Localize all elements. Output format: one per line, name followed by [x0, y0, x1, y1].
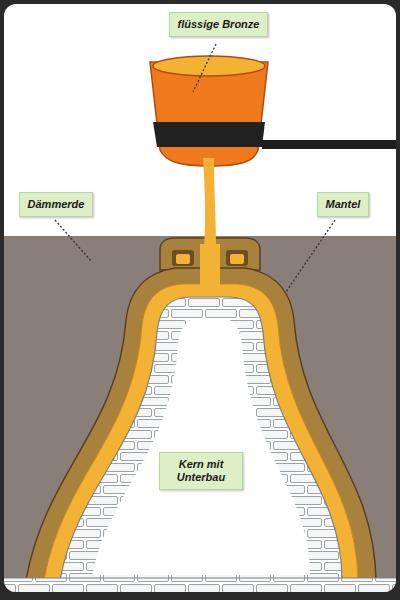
- label-box: Kern mit Unterbau: [159, 452, 243, 490]
- leader-line: [55, 220, 92, 262]
- label-box: Dämmerde: [19, 192, 93, 217]
- label-text: Kern mit Unterbau: [167, 458, 235, 484]
- label-text: Dämmerde: [27, 198, 85, 211]
- mantle: [26, 268, 376, 580]
- core-inner: [92, 318, 310, 575]
- label-box: flüssige Bronze: [169, 12, 268, 37]
- ground: [4, 236, 396, 592]
- riser-bronze: [230, 254, 244, 264]
- leader-line: [193, 44, 216, 92]
- pouring-stream: [203, 158, 216, 246]
- bronze-layer: [44, 284, 358, 580]
- crucible-band: [153, 122, 265, 147]
- core-bricks: [60, 297, 342, 580]
- label-box: Mantel: [317, 192, 369, 217]
- base-bricks: [4, 578, 396, 592]
- crucible: [150, 62, 268, 166]
- leader-line: [286, 220, 335, 292]
- label-text: flüssige Bronze: [177, 18, 260, 31]
- riser: [172, 250, 194, 266]
- crucible-handle: [262, 140, 396, 149]
- sprue: [200, 244, 220, 286]
- riser: [226, 250, 248, 266]
- label-text: Mantel: [325, 198, 361, 211]
- riser-bronze: [176, 254, 190, 264]
